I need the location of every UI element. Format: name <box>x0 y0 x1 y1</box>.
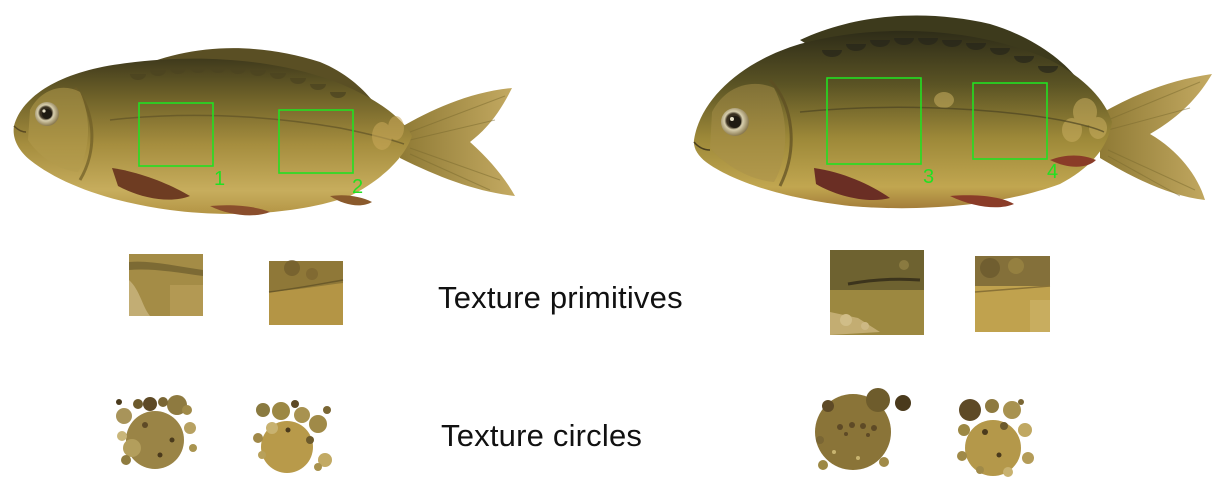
texture-patch-3 <box>830 250 924 335</box>
region-label-3: 3 <box>923 166 934 188</box>
texture-circle-cluster-3 <box>815 388 911 470</box>
texture-circle-cluster-1 <box>116 395 197 469</box>
left-fish-illustration <box>14 48 515 215</box>
region-label-2: 2 <box>352 176 363 198</box>
region-label-4: 4 <box>1047 161 1058 183</box>
caption-texture-circles: Texture circles <box>441 418 642 454</box>
right-fish-illustration <box>694 16 1212 209</box>
region-label-1: 1 <box>214 168 225 190</box>
texture-circle-cluster-4 <box>957 399 1034 477</box>
texture-patch-2 <box>269 260 343 325</box>
texture-patch-1 <box>129 254 203 316</box>
caption-texture-primitives: Texture primitives <box>438 280 683 316</box>
texture-patch-4 <box>975 256 1050 332</box>
texture-circle-cluster-2 <box>253 400 332 473</box>
